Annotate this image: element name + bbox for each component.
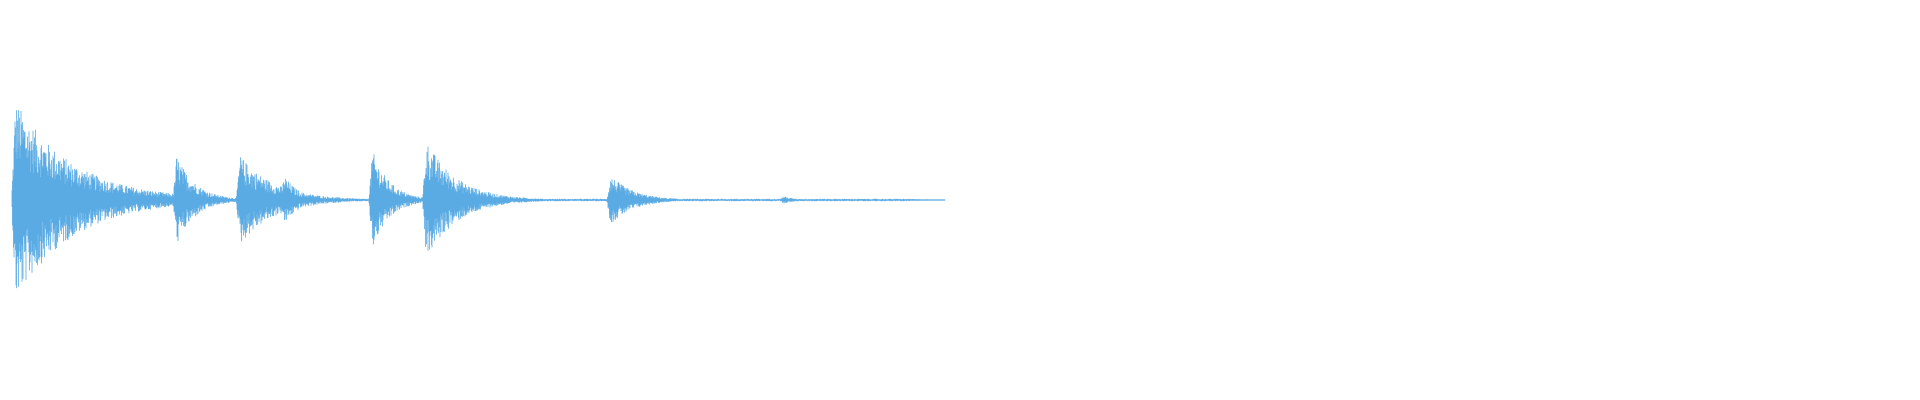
waveform-samples	[11, 110, 946, 289]
